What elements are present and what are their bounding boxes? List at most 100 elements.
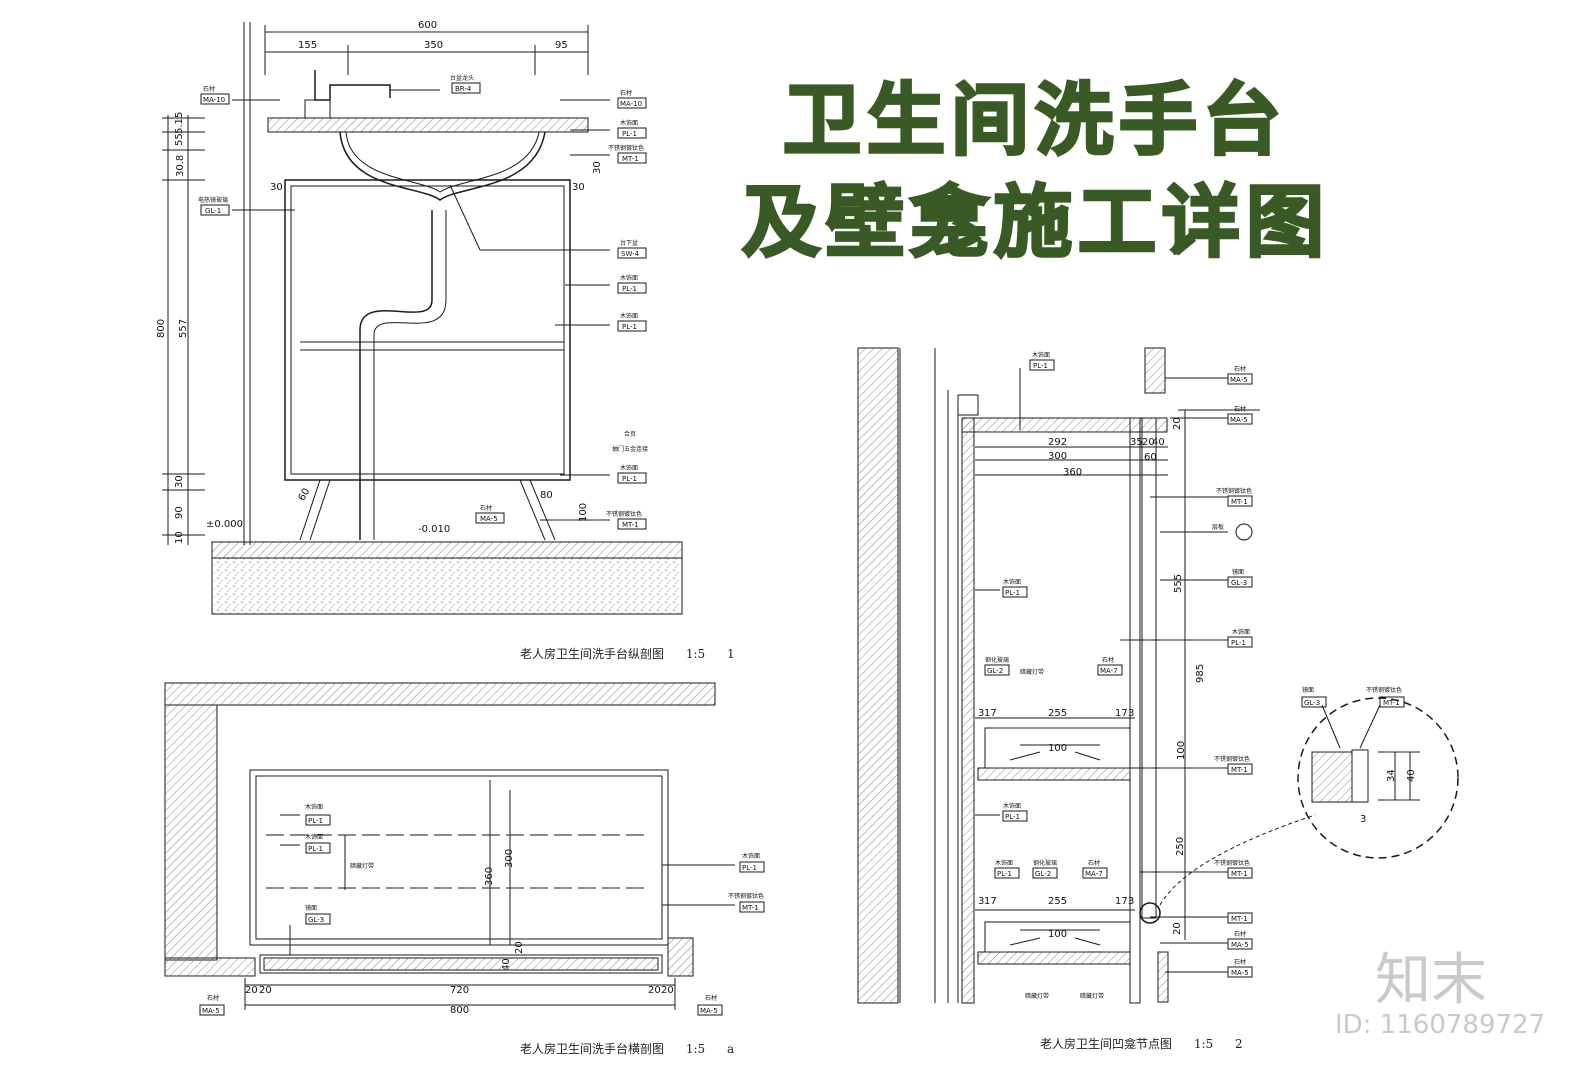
caption-drawing-1: 老人房卫生间洗手台纵剖图 1:5 1 (520, 645, 735, 662)
dim-360-2: 360 (1063, 467, 1082, 478)
dim-100-2: 100 (1176, 741, 1187, 760)
label-2-15: 钢化玻璃 (1033, 859, 1057, 867)
tag-8: PL-1 (622, 285, 637, 293)
dim-20-top: 20 (1142, 437, 1155, 448)
title-line-2: 及壁龛施工详图 (740, 177, 1331, 270)
tag-2-6: PL-1 (1231, 639, 1246, 647)
dim-600: 600 (418, 20, 437, 31)
detail-label-2: 不锈钢镀钛色 (1366, 686, 1402, 694)
tag-2-15: MT-1 (1231, 870, 1248, 878)
section-drawing-2 (857, 347, 1459, 1004)
dim-40-a: 40 (501, 958, 512, 971)
dim-3-b: 3 (1128, 708, 1134, 719)
dim-985: 985 (1195, 664, 1206, 683)
tag-a7: MA-5 (700, 1007, 718, 1015)
dim-10: 10 (174, 531, 185, 544)
tag-a4: PL-1 (742, 864, 757, 872)
tag-11: MT-1 (622, 521, 639, 529)
label-2-5: 层板 (1212, 523, 1224, 531)
dim-17-d: 17 (1115, 896, 1128, 907)
dim-100: 100 (578, 503, 589, 522)
dim-17-b: 17 (1115, 708, 1128, 719)
dim-60: 60 (297, 486, 313, 503)
detail-label-1: 镜面 (1302, 686, 1314, 694)
dim-20-c: 20 (648, 985, 661, 996)
dim-20-a: 20 (245, 985, 258, 996)
dim-3-c: 3 (978, 896, 984, 907)
label-10: 合页 (624, 430, 636, 438)
caption-1-scale: 1:5 (685, 647, 706, 661)
label-2-9: 钢化玻璃 (985, 656, 1009, 664)
dim-20-e: 20 (514, 941, 525, 954)
label-a3: 暗藏灯带 (350, 862, 374, 870)
dim-20-v2: 20 (1172, 922, 1183, 935)
dim-555: 555 (1173, 574, 1184, 593)
tag-5: MT-1 (622, 155, 639, 163)
label-a2: 木饰面 (305, 833, 323, 841)
dim-155: 155 (298, 40, 317, 51)
tag-1: MA-10 (203, 96, 225, 104)
tag-3: MA-10 (620, 100, 642, 108)
dim-350: 350 (424, 40, 443, 51)
dim-255-b: 255 (1048, 896, 1067, 907)
tag-2-4: MT-1 (1231, 498, 1248, 506)
dim-60: 60 (1144, 452, 1157, 463)
dim-20-b: 20 (259, 985, 272, 996)
label-2-21: 暗藏灯带 (1080, 992, 1104, 1000)
label-a7: 石材 (207, 994, 219, 1002)
dim-300-2: 300 (1048, 451, 1067, 462)
tag-2-7: PL-1 (1005, 589, 1020, 597)
label-2-13: 木饰面 (1003, 802, 1021, 810)
section-1-text: 600 155 350 95 800 557 30.8 55 5.15 30 9… (156, 20, 648, 544)
dim-30-a: 30 (270, 182, 283, 193)
tag-2-10: MT-1 (1231, 766, 1248, 774)
tag-2-2: MA-5 (1230, 376, 1248, 384)
detail-dim-34: 34 (1386, 769, 1397, 782)
tag-2-5: GL-3 (1231, 579, 1247, 587)
label-9: 木饰面 (620, 312, 638, 320)
dim-30-8: 30.8 (175, 155, 186, 177)
section-drawing-a (164, 682, 765, 1016)
label-5: 不锈钢镀钛色 (608, 144, 644, 152)
caption-1-number: 1 (726, 647, 735, 661)
label-2-16: 石材 (1088, 859, 1100, 867)
label-a6: 不锈钢镀钛色 (728, 892, 764, 900)
tag-2: BR-4 (455, 85, 472, 93)
label-12: 不锈钢镀钛色 (606, 510, 642, 518)
label-2-20: 暗藏灯带 (1025, 992, 1049, 1000)
label-6: 电热镜玻璃 (198, 196, 228, 204)
caption-2-text: 老人房卫生间凹龛节点图 (1040, 1037, 1173, 1051)
dim-100-b: 100 (1048, 929, 1067, 940)
watermark-brand: 知末 (1375, 948, 1487, 1013)
dim-3-a: 3 (978, 708, 984, 719)
tag-9: PL-1 (622, 323, 637, 331)
caption-drawing-2: 老人房卫生间凹龛节点图 1:5 2 (1040, 1035, 1243, 1052)
watermark-id: ID: 1160789727 (1335, 1010, 1546, 1040)
label-a1: 木饰面 (305, 803, 323, 811)
label-2-19: 石材 (1234, 958, 1246, 966)
label-14: 抽门五金连接 (612, 445, 648, 453)
detail-tag-1: GL-3 (1304, 699, 1320, 707)
label-2-2: 石材 (1234, 365, 1246, 373)
level-0: ±0.000 (206, 519, 243, 530)
tag-10: PL-1 (622, 475, 637, 483)
tag-12: MA-5 (480, 515, 498, 523)
label-2-11: 不锈钢镀钛色 (1214, 755, 1250, 763)
tag-2-8: GL-2 (987, 667, 1003, 675)
dim-17-a: 17 (984, 708, 997, 719)
dim-100-a: 100 (1048, 743, 1067, 754)
dim-35: 35 (1130, 437, 1143, 448)
label-3: 石材 (620, 89, 632, 97)
label-4: 木饰面 (620, 119, 638, 127)
tag-2-9: MA-7 (1100, 667, 1118, 675)
detail-tag-2: MT-1 (1383, 699, 1400, 707)
dim-80: 80 (540, 490, 553, 501)
label-11: 木饰面 (620, 464, 638, 472)
section-a-text: 720 800 20 20 20 20 360 300 40 20 木饰面 木饰… (202, 803, 764, 1016)
title-line-1: 卫生间洗手台 (781, 75, 1288, 168)
caption-drawing-a: 老人房卫生间洗手台横剖图 1:5 a (520, 1040, 734, 1057)
detail-dim-3: 3 (1360, 814, 1366, 825)
dim-557: 557 (178, 319, 189, 338)
caption-2-number: 2 (1234, 1037, 1243, 1051)
